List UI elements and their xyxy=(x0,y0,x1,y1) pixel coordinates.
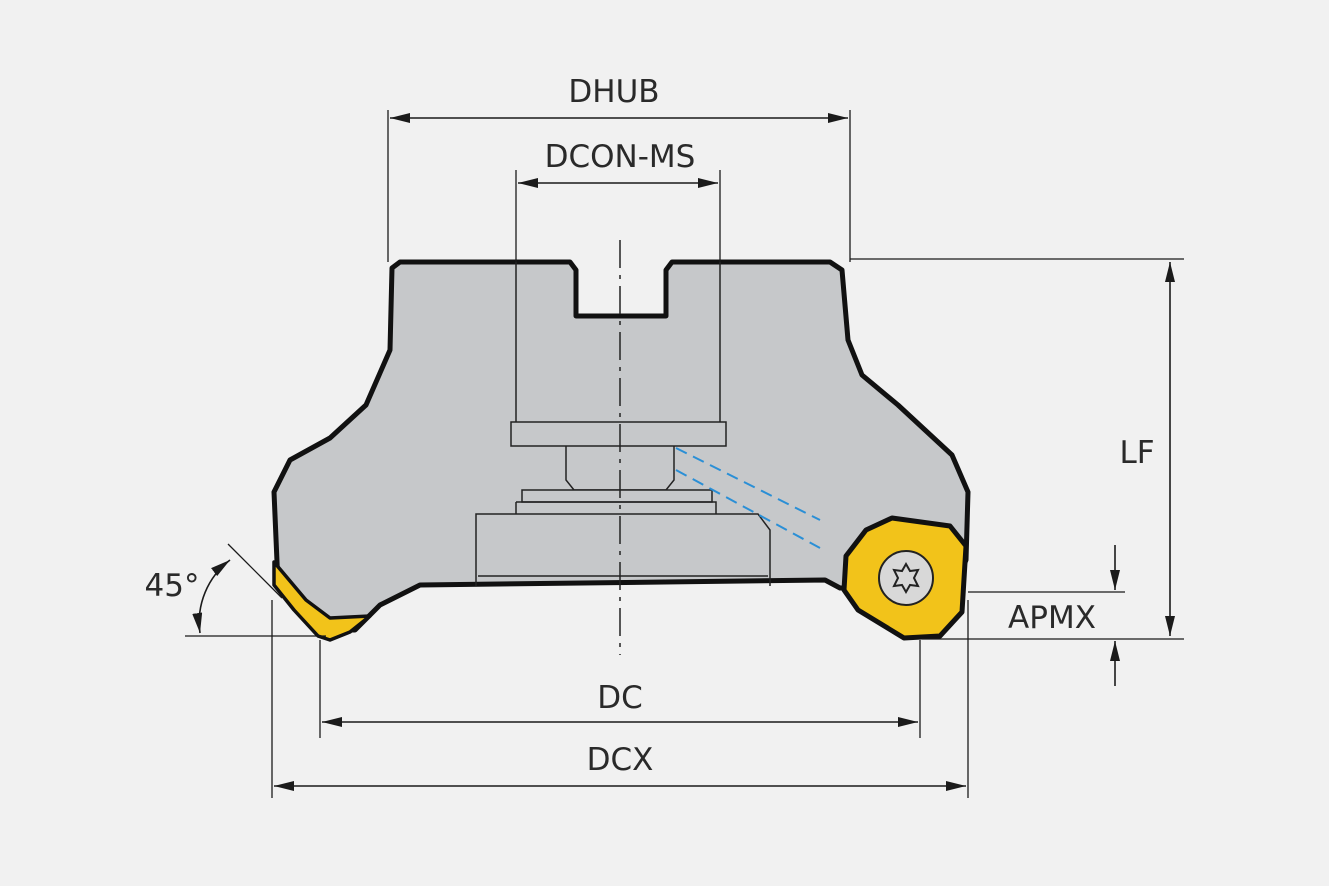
lf-dimension xyxy=(850,258,1184,640)
bore-recess xyxy=(475,513,771,586)
bore-collar xyxy=(510,421,727,447)
label-lf: LF xyxy=(1119,435,1154,471)
label-dhub: DHUB xyxy=(568,74,659,110)
label-dcx: DCX xyxy=(587,742,654,778)
apmx-dimension xyxy=(968,545,1125,686)
label-dcon-ms: DCON-MS xyxy=(545,139,696,175)
dhub-dimension xyxy=(387,110,851,262)
dcx-dimension xyxy=(271,600,969,798)
torx-icon xyxy=(892,561,920,595)
dc-dimension xyxy=(319,640,921,738)
label-apmx: APMX xyxy=(1008,600,1096,636)
label-dc: DC xyxy=(597,680,643,716)
dcon-ms-dimension xyxy=(515,170,721,262)
left-insert xyxy=(272,560,372,642)
label-angle: 45° xyxy=(145,568,200,604)
bore-outline xyxy=(515,262,721,422)
coolant-channels xyxy=(675,447,821,549)
bore-step xyxy=(521,489,713,503)
angle-45-dimension xyxy=(185,543,326,637)
bore-inner-lines xyxy=(478,501,768,577)
